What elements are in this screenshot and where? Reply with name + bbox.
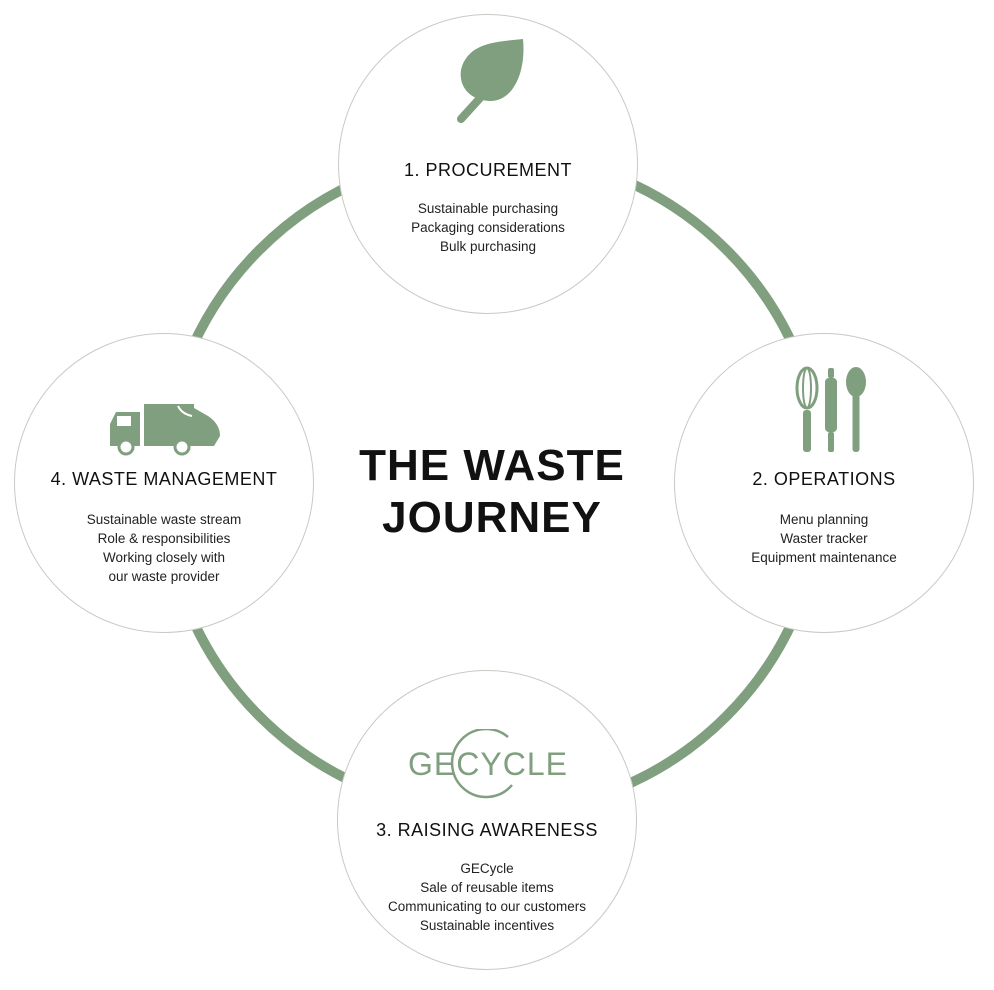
stage-item: Sale of reusable items	[420, 880, 554, 895]
center-title-line: THE WASTE	[359, 441, 625, 490]
stage-item: Sustainable incentives	[419, 918, 555, 933]
stage-items: Menu planning Waster tracker Equipment m…	[675, 510, 973, 567]
stage-item: Packaging considerations	[411, 220, 565, 235]
stage-item: Working closely with	[102, 550, 226, 565]
stage-waste-management: 4. WASTE MANAGEMENT Sustainable waste st…	[14, 333, 314, 633]
stage-item: Waster tracker	[780, 531, 868, 546]
recycle-arc-icon	[450, 729, 513, 799]
stage-items: Sustainable purchasing Packaging conside…	[339, 199, 637, 256]
stage-item: Role & responsibilities	[97, 531, 231, 546]
kitchen-utensils-icon	[795, 366, 866, 452]
center-title: THE WASTE JOURNEY	[297, 440, 687, 544]
stage-item: Communicating to our customers	[387, 899, 587, 914]
stage-items: GECycle Sale of reusable items Communica…	[338, 859, 636, 935]
stage-item: GECycle	[460, 861, 514, 876]
stage-item: Sustainable waste stream	[86, 512, 242, 527]
center-title-line: JOURNEY	[382, 493, 602, 542]
stage-item: our waste provider	[108, 569, 220, 584]
stage-title: 1. PROCUREMENT	[403, 160, 572, 180]
stage-items: Sustainable waste stream Role & responsi…	[15, 510, 313, 586]
stage-procurement: 1. PROCUREMENT Sustainable purchasing Pa…	[338, 14, 638, 314]
stage-operations: 2. OPERATIONS Menu planning Waster track…	[674, 333, 974, 633]
gecycle-logo-text: GECYCLE	[408, 746, 568, 782]
stage-title: 3. RAISING AWARENESS	[376, 820, 598, 840]
stage-item: Bulk purchasing	[439, 239, 537, 254]
stage-item: Equipment maintenance	[751, 550, 897, 565]
gecycle-logo: GECYCLE	[408, 729, 568, 803]
stage-item: Menu planning	[779, 512, 869, 527]
stage-title: 2. OPERATIONS	[752, 469, 896, 489]
stage-title: 4. WASTE MANAGEMENT	[50, 469, 278, 489]
leaf-icon	[457, 39, 524, 123]
stage-raising-awareness: GECYCLE 3. RAISING AWARENESS GECycle Sal…	[337, 670, 637, 970]
stage-item: Sustainable purchasing	[417, 201, 559, 216]
garbage-truck-icon	[110, 404, 220, 456]
